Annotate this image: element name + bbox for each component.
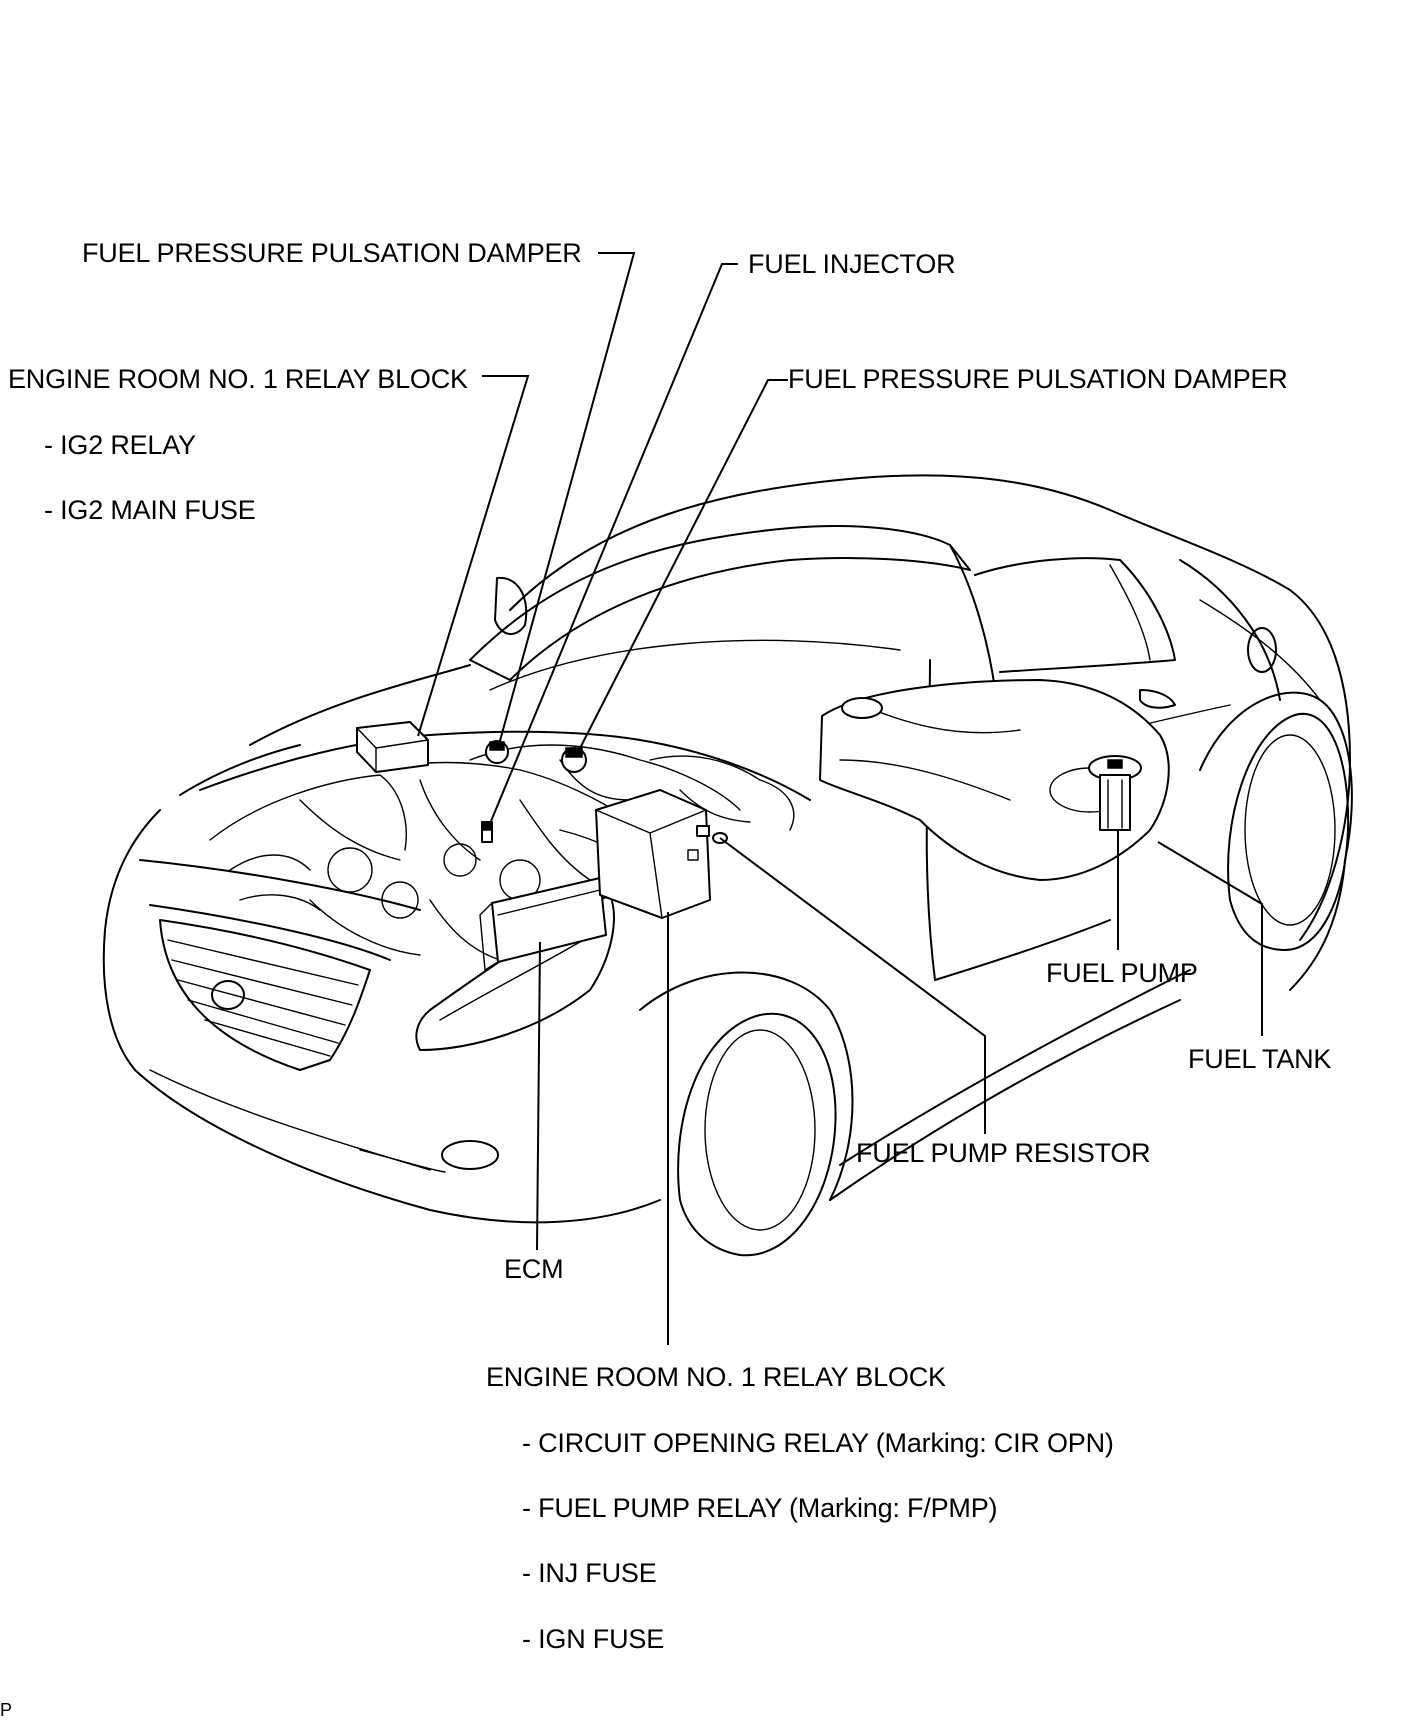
ecm-part <box>479 877 607 971</box>
label-damper-right: FUEL PRESSURE PULSATION DAMPER <box>788 364 1288 394</box>
label-fuel-pump-resistor: FUEL PUMP RESISTOR <box>856 1138 1151 1168</box>
corner-mark: P <box>0 1700 12 1720</box>
label-ig2-main-fuse: - IG2 MAIN FUSE <box>44 495 256 525</box>
label-relay-block-top: ENGINE ROOM NO. 1 RELAY BLOCK <box>8 364 468 394</box>
label-fuel-tank: FUEL TANK <box>1188 1044 1332 1074</box>
label-relay-block-bottom: ENGINE ROOM NO. 1 RELAY BLOCK <box>486 1362 946 1392</box>
car-body <box>102 474 1353 1257</box>
label-inj-fuse: - INJ FUSE <box>522 1558 657 1588</box>
relay-block-top-part <box>356 721 429 773</box>
label-ign-fuse: - IGN FUSE <box>522 1624 665 1654</box>
fuel-pump-part <box>1088 755 1142 831</box>
damper-part-2 <box>561 747 587 773</box>
injector-part <box>481 821 493 843</box>
leader-lines <box>417 252 1263 1345</box>
label-damper-top-left: FUEL PRESSURE PULSATION DAMPER <box>82 238 582 268</box>
relay-block-bottom-part <box>595 789 711 919</box>
label-fuel-injector: FUEL INJECTOR <box>748 249 956 279</box>
label-fuel-pump: FUEL PUMP <box>1046 958 1198 988</box>
fuel-tank-part <box>819 679 1170 881</box>
label-fuel-pump-relay: - FUEL PUMP RELAY (Marking: F/PMP) <box>522 1493 998 1523</box>
damper-part-1 <box>485 740 509 764</box>
label-ecm: ECM <box>504 1254 564 1284</box>
label-ig2-relay: - IG2 RELAY <box>44 430 196 460</box>
label-circuit-opening-relay: - CIRCUIT OPENING RELAY (Marking: CIR OP… <box>522 1428 1114 1458</box>
